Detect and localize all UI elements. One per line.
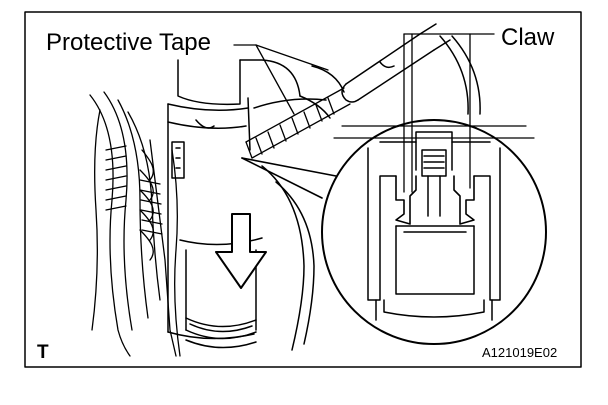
screwdriver xyxy=(341,23,451,103)
magnified-detail xyxy=(321,119,547,345)
protective-tape-label: Protective Tape xyxy=(44,29,213,56)
ribbed-sleeve xyxy=(105,145,163,235)
protective-tape-wrap xyxy=(245,87,351,159)
claw-label: Claw xyxy=(499,24,557,51)
housing-body xyxy=(167,59,263,340)
figure-code: A121019E02 xyxy=(482,345,558,360)
hose-bundle xyxy=(89,91,181,357)
down-arrow-icon xyxy=(215,213,267,289)
lower-cylinder xyxy=(185,249,257,349)
callout-pointer xyxy=(241,157,337,199)
tape-leaders xyxy=(233,44,329,115)
figure-frame xyxy=(24,11,582,368)
view-marker: T xyxy=(37,342,49,363)
claw-leaders xyxy=(403,33,495,193)
